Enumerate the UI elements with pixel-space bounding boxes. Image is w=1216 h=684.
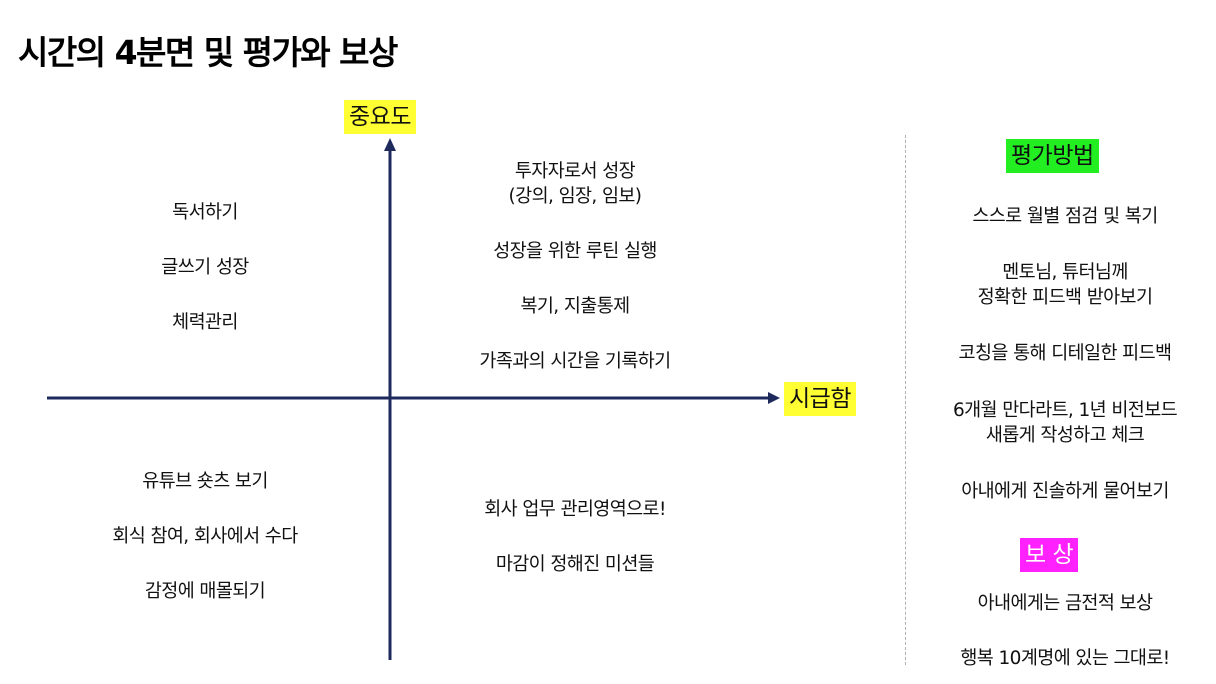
x-axis-arrow bbox=[768, 392, 780, 404]
evaluation-item: 6개월 만다라트, 1년 비전보드 새롭게 작성하고 체크 bbox=[952, 400, 1178, 446]
quadrant-item: 회사 업무 관리영역으로! bbox=[484, 499, 666, 520]
quadrant-item: 성장을 위한 루틴 실행 bbox=[493, 241, 657, 262]
quadrant-item: 감정에 매몰되기 bbox=[144, 581, 266, 602]
evaluation-item: 아내에게 진솔하게 물어보기 bbox=[961, 481, 1169, 502]
evaluation-item: 스스로 월별 점검 및 복기 bbox=[972, 206, 1158, 227]
reward-heading: 보 상 bbox=[1020, 538, 1079, 572]
quadrant-item: 투자자로서 성장 bbox=[514, 161, 636, 182]
quadrant-bottom-right: 회사 업무 관리영역으로! 마감이 정해진 미션들 bbox=[445, 497, 705, 577]
evaluation-item: 코칭을 통해 디테일한 피드백 bbox=[958, 343, 1172, 364]
quadrant-top-right: 투자자로서 성장 (강의, 임장, 임보) 성장을 위한 루틴 실행 복기, 지… bbox=[445, 159, 705, 374]
evaluation-heading: 평가방법 bbox=[1006, 139, 1099, 173]
reward-item: 아내에게는 금전적 보상 bbox=[977, 593, 1153, 614]
quadrant-item: 복기, 지출통제 bbox=[520, 296, 630, 317]
quadrant-bottom-left: 유튜브 숏츠 보기 회식 참여, 회사에서 수다 감정에 매몰되기 bbox=[70, 469, 340, 604]
y-axis-label: 중요도 bbox=[344, 100, 416, 134]
quadrant-item: 회식 참여, 회사에서 수다 bbox=[112, 526, 298, 547]
quadrant-item: 유튜브 숏츠 보기 bbox=[142, 471, 268, 492]
y-axis-arrow bbox=[384, 138, 396, 151]
x-axis-label: 시급함 bbox=[784, 382, 856, 416]
quadrant-item: 체력관리 bbox=[172, 312, 238, 333]
reward-item: 행복 10계명에 있는 그대로! bbox=[960, 648, 1170, 669]
quadrant-top-left: 독서하기 글쓰기 성장 체력관리 bbox=[90, 200, 320, 335]
evaluation-item: 멘토님, 튜터님께 정확한 피드백 받아보기 bbox=[977, 262, 1153, 308]
quadrant-item: 독서하기 bbox=[172, 202, 238, 223]
page-title: 시간의 4분면 및 평가와 보상 bbox=[18, 33, 398, 72]
quadrant-item: 가족과의 시간을 기록하기 bbox=[479, 351, 671, 372]
panel-divider bbox=[905, 135, 906, 665]
quadrant-item: (강의, 임장, 임보) bbox=[508, 186, 642, 207]
quadrant-item: 글쓰기 성장 bbox=[161, 257, 249, 278]
quadrant-item: 마감이 정해진 미션들 bbox=[495, 554, 655, 575]
